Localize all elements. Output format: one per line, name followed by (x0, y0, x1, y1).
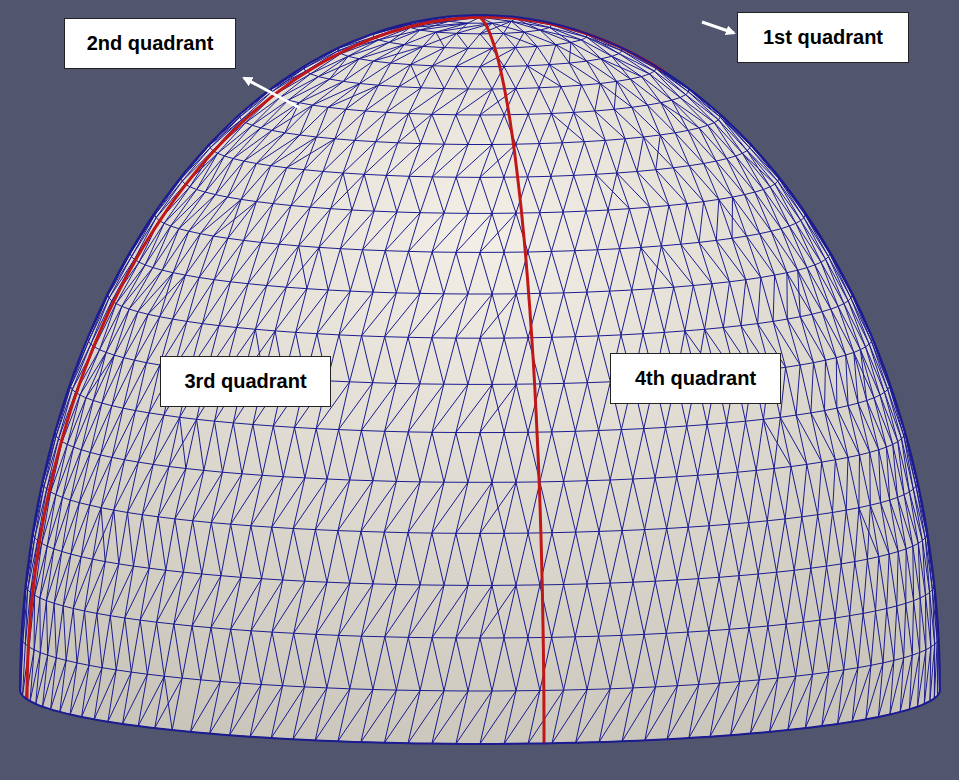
mesh-lines (20, 15, 940, 744)
label-box: 4th quadrant (610, 353, 781, 404)
quadrant-label: 4th quadrant (635, 367, 756, 390)
label-box: 3rd quadrant (160, 356, 331, 407)
quadrant-label: 1st quadrant (763, 26, 883, 49)
mesh-path (20, 15, 940, 744)
leader-arrow (244, 78, 300, 108)
dome-surface (20, 15, 940, 744)
divider-path (27, 15, 664, 743)
dome-outline (20, 15, 940, 744)
quadrant-label: 2nd quadrant (87, 32, 214, 55)
label-box: 2nd quadrant (64, 18, 236, 69)
label-box: 1st quadrant (737, 12, 909, 63)
quadrant-label: 3rd quadrant (184, 370, 306, 393)
leader-arrow (702, 22, 734, 33)
quadrant-divider (27, 15, 664, 743)
